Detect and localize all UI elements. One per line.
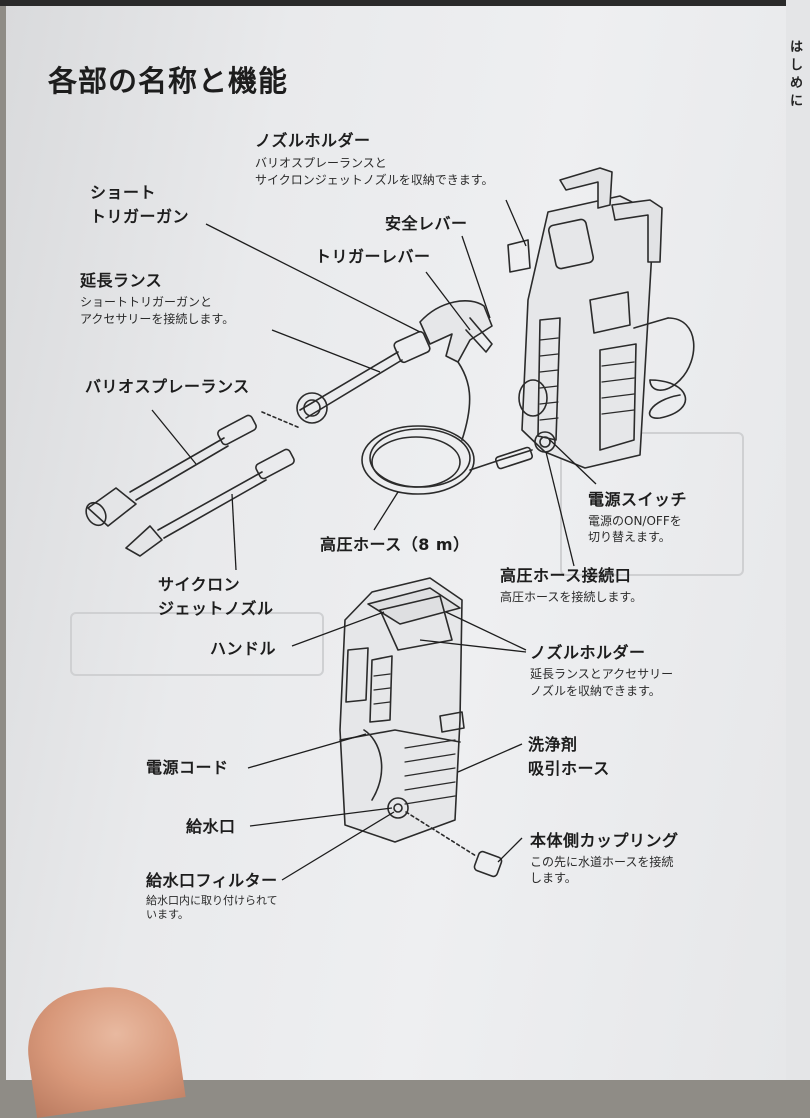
desc-power-switch-1: 電源のON/OFFを xyxy=(588,514,682,528)
lower-unit-drawing xyxy=(339,577,465,843)
desc-inlet-filter-2: います。 xyxy=(146,908,189,921)
washer-illustration xyxy=(85,167,695,881)
show-through-box xyxy=(560,432,744,576)
desc-nozzle-holder-top-1: バリオスプレーランスと xyxy=(255,156,387,170)
vario-lance-drawing xyxy=(85,414,257,527)
edge-glyph: め xyxy=(790,76,804,91)
trigger-gun-drawing xyxy=(296,300,493,424)
label-main-coupling: 本体側カップリング xyxy=(530,831,679,850)
coupling-drawing xyxy=(405,811,503,878)
desc-inlet-filter-1: 給水口内に取り付けられて xyxy=(146,894,278,907)
edge-glyph: し xyxy=(790,58,804,73)
label-detergent-hose-2: 吸引ホース xyxy=(528,759,610,778)
page-title: 各部の名称と機能 xyxy=(48,64,289,98)
leader-lines xyxy=(151,199,597,881)
desc-power-switch-2: 切り替えます。 xyxy=(588,530,671,544)
label-power-switch: 電源スイッチ xyxy=(588,490,688,509)
label-high-pressure-hose: 高圧ホース（8 m） xyxy=(320,535,470,554)
page-top-edge xyxy=(0,0,810,6)
label-water-inlet: 給水口 xyxy=(186,817,236,836)
desc-extension-lance-2: アクセサリーを接続します。 xyxy=(80,312,235,326)
hose-coil-drawing xyxy=(361,361,533,495)
desc-nozzle-holder-bottom-1: 延長ランスとアクセサリー xyxy=(530,667,674,681)
label-detergent-hose-1: 洗浄剤 xyxy=(528,735,578,754)
desc-hose-connection-port: 高圧ホースを接続します。 xyxy=(500,590,643,604)
upper-unit-drawing xyxy=(507,167,695,469)
label-short-trigger-gun-1: ショート xyxy=(90,183,157,202)
label-extension-lance: 延長ランス xyxy=(80,271,163,290)
label-vario-spray-lance: バリオスプレーランス xyxy=(85,377,250,396)
desc-nozzle-holder-bottom-2: ノズルを収納できます。 xyxy=(530,684,661,698)
label-power-cord: 電源コード xyxy=(146,758,229,777)
show-through-box xyxy=(70,612,324,676)
label-cyclone-jet-nozzle-1: サイクロン xyxy=(158,575,241,594)
next-page-edge: は し め に xyxy=(786,0,810,1080)
desc-nozzle-holder-top-2: サイクロンジェットノズルを収納できます。 xyxy=(255,173,494,187)
cyclone-nozzle-drawing xyxy=(125,448,295,557)
edge-glyph: は xyxy=(790,40,804,55)
edge-glyph: に xyxy=(790,94,804,109)
label-cyclone-jet-nozzle-2: ジェットノズル xyxy=(158,599,274,618)
label-hose-connection-port: 高圧ホース接続口 xyxy=(500,566,632,585)
label-short-trigger-gun-2: トリガーガン xyxy=(90,207,190,226)
desc-main-coupling-1: この先に水道ホースを接続 xyxy=(530,855,674,869)
label-inlet-filter: 給水口フィルター xyxy=(146,871,278,890)
desc-extension-lance-1: ショートトリガーガンと xyxy=(80,295,213,309)
label-safety-lever: 安全レバー xyxy=(385,214,468,233)
label-trigger-lever: トリガーレバー xyxy=(315,247,431,266)
label-handle: ハンドル xyxy=(210,639,277,658)
label-nozzle-holder-bottom: ノズルホルダー xyxy=(530,643,646,662)
label-nozzle-holder-top: ノズルホルダー xyxy=(255,131,371,150)
desc-main-coupling-2: します。 xyxy=(530,871,577,885)
